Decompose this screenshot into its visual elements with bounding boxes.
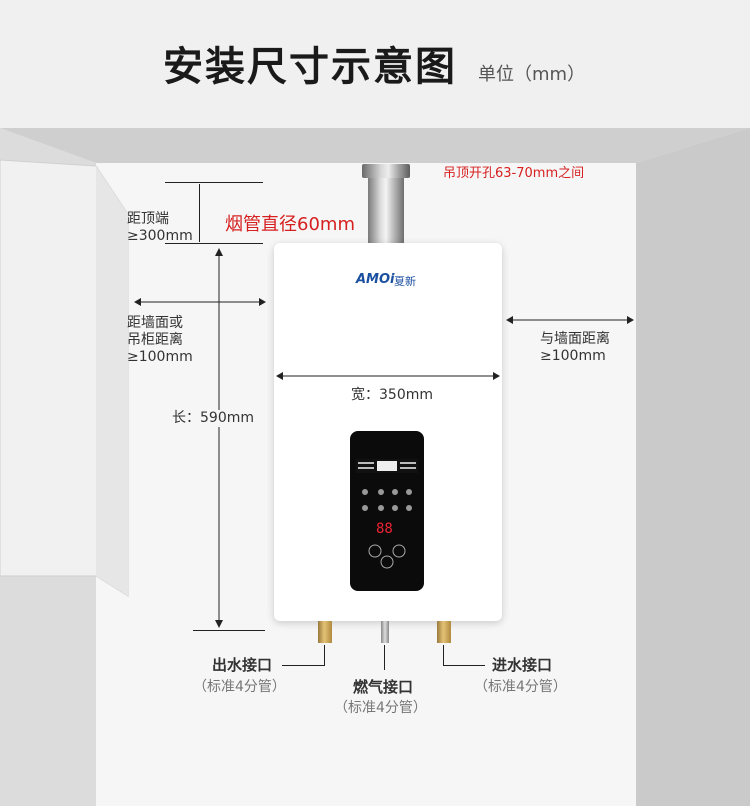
brand-logo: AMOi xyxy=(356,272,395,287)
outlet-leader xyxy=(324,645,325,666)
flue-collar xyxy=(362,164,410,178)
outlet-spec: （标准4分管） xyxy=(193,679,286,695)
control-panel: 88 xyxy=(350,431,424,591)
inlet-leader-h xyxy=(443,665,485,666)
top-distance-arrow xyxy=(199,184,200,242)
flue-pipe xyxy=(368,166,404,246)
brand-logo-cn: 夏新 xyxy=(394,275,416,288)
control-panel-display: 88 xyxy=(356,459,418,569)
inlet-label: 进水接口 xyxy=(492,656,553,674)
inlet-leader xyxy=(443,645,444,666)
length-arrow xyxy=(215,248,223,628)
top-distance-label: 距顶端 ≥300mm xyxy=(127,211,193,244)
room-background xyxy=(0,128,750,806)
top-ref-line xyxy=(165,182,263,183)
inlet-spec: （标准4分管） xyxy=(474,679,567,695)
heater-top-line xyxy=(165,243,263,244)
right-distance-arrow xyxy=(506,316,634,324)
outlet-leader-h xyxy=(282,665,325,666)
right-distance-label: 与墙面距离 ≥100mm xyxy=(540,331,610,364)
header xyxy=(0,0,750,128)
width-arrow xyxy=(276,372,500,380)
heater-bottom-line xyxy=(193,630,265,631)
gas-spec: （标准4分管） xyxy=(334,700,427,716)
ceiling-hole-label: 吊顶开孔63-70mm之间 xyxy=(443,166,585,181)
gas-pipe xyxy=(381,621,389,643)
page-title: 安装尺寸示意图 xyxy=(163,44,457,90)
left-distance-label: 距墙面或 吊柜距离 ≥100mm xyxy=(127,315,193,365)
outlet-pipe xyxy=(318,621,332,643)
flue-diameter-label: 烟管直径60mm xyxy=(225,214,355,235)
inlet-pipe xyxy=(437,621,451,643)
gas-leader xyxy=(384,645,385,670)
width-label: 宽：350mm xyxy=(351,387,433,403)
gas-label: 燃气接口 xyxy=(353,678,414,696)
outlet-label: 出水接口 xyxy=(212,656,273,674)
left-distance-arrow xyxy=(134,298,266,306)
unit-label: 单位（mm） xyxy=(478,64,586,85)
length-label: 长：590mm xyxy=(172,410,254,427)
svg-text:88: 88 xyxy=(376,521,393,537)
